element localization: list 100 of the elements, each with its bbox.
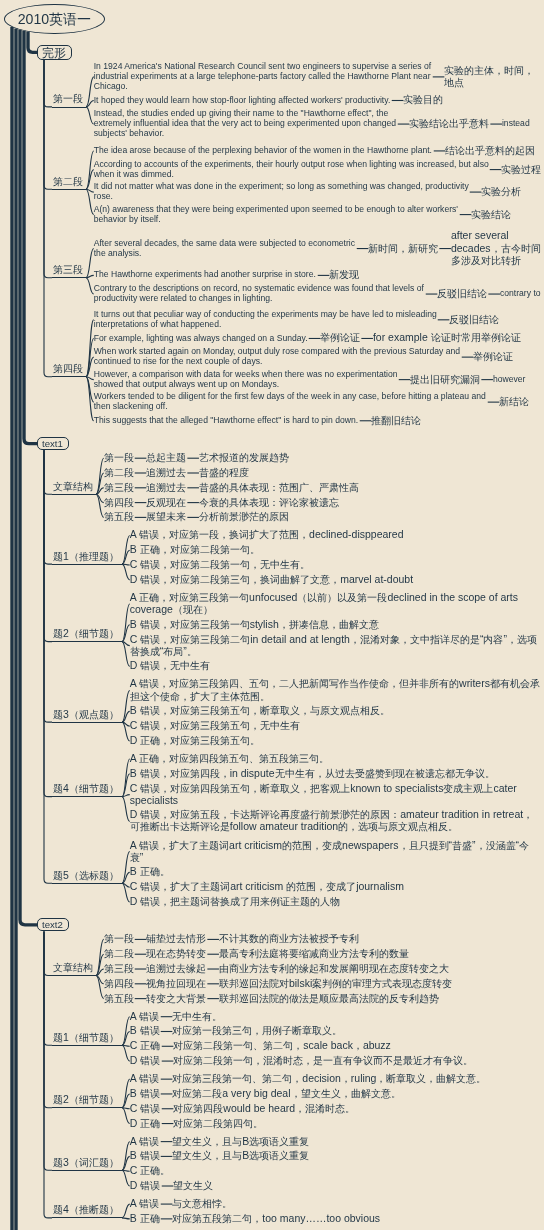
note-text: C 正确。 (129, 1165, 172, 1178)
note-text: 实验目的 (403, 94, 445, 107)
note-text: B 正确 (129, 1212, 161, 1225)
branch-line (360, 337, 374, 340)
branch-line (487, 401, 500, 403)
note-text: 分析前景渺茫的原因 (198, 511, 290, 524)
note-text: A 错误 (129, 1198, 161, 1211)
note-text: A 错误 (129, 1073, 161, 1086)
branch-line (121, 1141, 131, 1171)
branch-line (461, 356, 474, 358)
note-text: When work started again on Monday, output duly rose compared with the previous Saturday and continued to rise for the next couple of days. (93, 347, 462, 367)
note-text: D 错误，无中生有 (129, 660, 212, 673)
note-text: Contrary to the descriptions on record, no systematic evidence was found that levels of productivity were related to changes in lighting. (93, 284, 426, 304)
branch-line (437, 319, 450, 321)
branch-line (489, 169, 502, 171)
note-text: A 错误，对应第三段第四、五句，二人把新闻写作当作使命，但并非所有的writers都有机会承担这个使命，扩大了主体范围。 (129, 678, 542, 703)
branch-line (121, 851, 131, 884)
note-text: 无中生有。 (172, 1010, 224, 1023)
branch-line (85, 337, 95, 378)
note-text: 现在态势转变 (146, 948, 208, 961)
branch-line (121, 689, 131, 723)
note-text: 对应第二段第四句。 (173, 1117, 265, 1130)
note-text: 对应第二段第一句、第二句，scale back，abuzz (173, 1040, 393, 1053)
branch-line (85, 277, 95, 295)
note-text: contrary to (499, 289, 542, 299)
note-text: 望文生义，且与B选项语义重复 (172, 1135, 311, 1148)
note-text: after several decades，古今时间多涉及对比转折 (450, 230, 542, 267)
note-text: 联邦巡回法院对bilski案判例的审理方式表现态度转变 (218, 977, 454, 990)
branch-line (121, 641, 131, 667)
subtopic-label: 文章结构 (52, 962, 96, 977)
branch-line (121, 1078, 131, 1109)
note-text: 追溯过去 (146, 466, 188, 479)
branch-line (85, 76, 95, 108)
branch-line (134, 502, 147, 504)
subtopic-label: 题4（细节题） (52, 783, 122, 798)
note-text: D 错误 (129, 1055, 162, 1068)
branch-line (308, 337, 321, 340)
branch-line (161, 1045, 174, 1047)
branch-line (95, 493, 105, 504)
note-text: 艺术报道的发展趋势 (198, 452, 290, 465)
branch-line (121, 1217, 131, 1220)
note-text: A 正确，对应第三段第一句unfocused（以前）以及第一段declined in the scope of arts coverage（现在） (129, 591, 520, 616)
note-text: however (492, 374, 527, 385)
note-text: 望文生义 (173, 1180, 215, 1193)
note-text: 新结论 (499, 396, 531, 409)
note-text: 追溯过去 (146, 481, 188, 494)
note-text: B 错误 (129, 1087, 161, 1100)
note-text: Workers tended to be diligent for the first few days of the week in any case, before hitting a plateau and then slackening off. (93, 392, 488, 412)
branch-line (95, 968, 105, 976)
note-text: for example 论证时常用举例论证 (372, 332, 522, 345)
note-text: C 错误，对应第二段第一句，无中生有。 (129, 559, 312, 572)
branch-line (121, 1044, 131, 1062)
branch-line (134, 983, 147, 985)
branch-line (85, 274, 95, 279)
note-text: 铺垫过去情形 (146, 933, 208, 946)
branch-line (487, 293, 501, 295)
branch-line (121, 1107, 131, 1110)
note-text: 第五段 (103, 511, 135, 524)
note-text: It hoped they would learn how stop-floor lighting affected workers' productivity. (93, 95, 392, 106)
branch-line (43, 930, 53, 1219)
note-text: 对应第二段a very big deal，望文生义，曲解文意。 (172, 1087, 403, 1100)
note-text: B 错误 (129, 1025, 161, 1038)
branch-line (43, 449, 53, 884)
note-text: The Hawthorne experiments had another surprise in store. (93, 270, 318, 281)
branch-line (121, 1044, 131, 1047)
branch-topic: text1 (37, 437, 69, 451)
branch-line (206, 968, 220, 970)
note-text: According to accounts of the experiments, their hourly output rose when lighting was increased, but also when it was dimmed. (93, 159, 490, 180)
note-text: 反观现在 (146, 496, 188, 509)
note-text: 由商业方法专利的缘起和发展阐明现在态度转变之大 (218, 963, 450, 976)
note-text: D 错误，把主题词替换成了用来例证主题的人物 (129, 895, 342, 908)
branch-line (161, 1185, 174, 1187)
subtopic-label: 第四段 (52, 363, 86, 378)
branch-line (186, 457, 200, 459)
note-text: instead (501, 119, 531, 129)
subtopic-label: 题3（观点题） (52, 708, 122, 723)
note-text: 转变之大背景 (146, 992, 208, 1005)
note-text: 不计其数的商业方法被授予专利 (218, 933, 360, 946)
note-text: 举例论证 (473, 351, 515, 364)
branch-line (438, 248, 452, 250)
branch-line (121, 710, 131, 723)
subtopic-label: 题1（细节题） (52, 1031, 122, 1046)
note-text: 对应第三段第一句、第二句，decision，ruling，断章取义，曲解文意。 (172, 1073, 489, 1086)
note-text: For example, lighting was always changed on a Sunday. (93, 333, 309, 344)
branch-line (95, 487, 105, 495)
main-branch-line (26, 31, 37, 55)
subtopic-label: 题3（词汇题） (52, 1156, 122, 1171)
note-text: B 正确。 (129, 866, 171, 879)
branch-line (398, 379, 411, 381)
main-branch-line (18, 29, 37, 927)
note-text: 反驳旧结论 (437, 288, 489, 301)
note-text: 望文生义，且与B选项语义重复 (172, 1150, 311, 1163)
branch-line (121, 721, 131, 727)
branch-line (134, 472, 147, 474)
branch-line (206, 983, 220, 985)
branch-line (85, 376, 95, 403)
branch-line (121, 882, 131, 903)
note-text: 第一段 (103, 452, 135, 465)
main-branch-line (10, 26, 14, 1230)
note-text: 追溯过去缘起 (146, 963, 208, 976)
